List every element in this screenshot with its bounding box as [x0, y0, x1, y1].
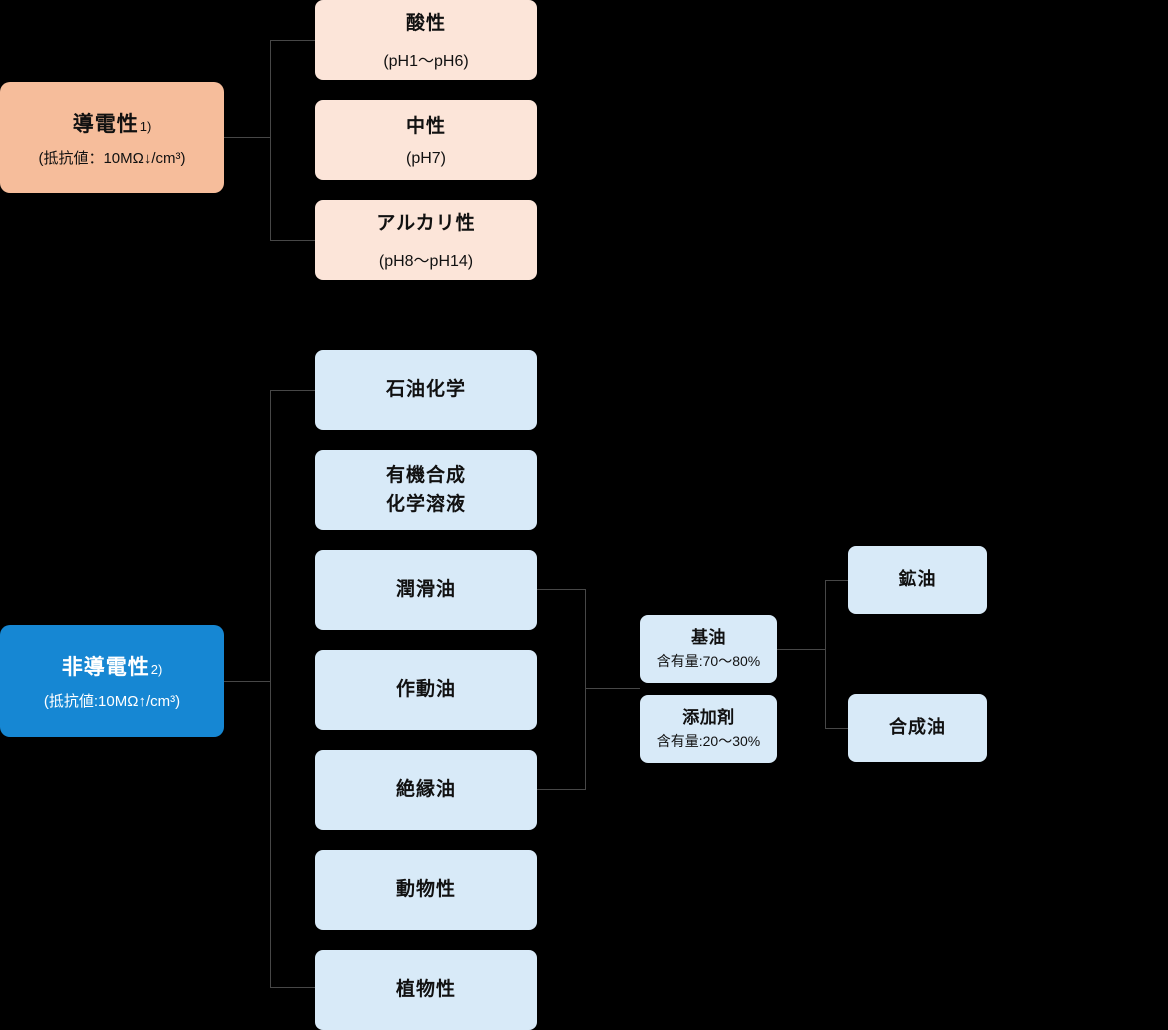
connector-nonconductive-horizontal	[224, 681, 270, 682]
node-sublabel: 含有量:70〜80%	[656, 653, 761, 670]
box-acidic: 酸性 (pH1〜pH6)	[315, 0, 537, 80]
box-mineral-oil: 鉱油	[848, 546, 987, 614]
node-label: 鉱油	[898, 569, 937, 590]
node-sublabel: (pH1〜pH6)	[383, 53, 469, 71]
node-label: 動物性	[395, 879, 456, 901]
node-label: 作動油	[395, 679, 456, 701]
connector-base-oil-horizontal	[777, 649, 825, 650]
node-label: 有機合成 化学溶液	[385, 464, 466, 515]
connector-base-oil-spine	[825, 580, 826, 729]
connector-mineral-stub	[825, 580, 848, 581]
node-sublabel: 含有量:20〜30%	[656, 733, 761, 750]
node-label: 合成油	[889, 717, 946, 738]
node-sublabel: (pH8〜pH14)	[378, 253, 474, 271]
box-conductive: 導電性 1) (抵抗値：10MΩ↓/cm³)	[0, 82, 224, 193]
conductive-title-row: 導電性 1)	[73, 108, 152, 138]
node-label: 中性	[405, 115, 446, 137]
box-synthetic-oil: 合成油	[848, 694, 987, 762]
conductive-title: 導電性	[72, 112, 139, 136]
box-petrochemical: 石油化学	[315, 350, 537, 430]
box-alkaline: アルカリ性 (pH8〜pH14)	[315, 200, 537, 280]
connector-conductive-horizontal	[224, 137, 270, 138]
node-label: 添加剤	[682, 707, 735, 727]
connector-synthetic-stub	[825, 728, 848, 729]
connector-oil-bracket-spine	[585, 589, 586, 790]
connector-alkaline-stub	[270, 240, 315, 241]
node-label: 基油	[691, 627, 726, 647]
box-lubricating-oil: 潤滑油	[315, 550, 537, 630]
box-nonconductive: 非導電性 2) (抵抗値:10MΩ↑/cm³)	[0, 625, 224, 737]
box-base-oil: 基油 含有量:70〜80%	[640, 615, 777, 683]
connector-insulating-stub	[537, 789, 585, 790]
nonconductive-title-row: 非導電性 2)	[62, 651, 163, 681]
connector-vegetable-stub	[270, 987, 315, 988]
node-label: アルカリ性	[376, 212, 476, 234]
connector-conductive-spine	[270, 40, 271, 241]
node-label: 絶縁油	[395, 779, 456, 801]
connector-acidic-stub	[270, 40, 315, 41]
box-animal-oil: 動物性	[315, 850, 537, 930]
node-label: 潤滑油	[395, 579, 456, 601]
box-organic-synthetic-solution: 有機合成 化学溶液	[315, 450, 537, 530]
connector-petrochemical-stub	[270, 390, 315, 391]
node-sublabel: (pH7)	[405, 150, 446, 168]
nonconductive-note-ref: 2)	[150, 662, 163, 677]
connector-composition-branch	[585, 688, 640, 689]
nonconductive-title: 非導電性	[61, 656, 150, 679]
connector-lubricating-stub	[537, 589, 585, 590]
node-label: 酸性	[405, 12, 446, 34]
node-label: 石油化学	[385, 379, 466, 401]
conductive-subtitle: (抵抗値：10MΩ↓/cm³)	[38, 149, 186, 167]
nonconductive-subtitle: (抵抗値:10MΩ↑/cm³)	[43, 693, 181, 710]
box-neutral: 中性 (pH7)	[315, 100, 537, 180]
box-additive: 添加剤 含有量:20〜30%	[640, 695, 777, 763]
box-vegetable-oil: 植物性	[315, 950, 537, 1030]
box-hydraulic-oil: 作動油	[315, 650, 537, 730]
node-label: 植物性	[395, 979, 456, 1001]
connector-nonconductive-spine	[270, 390, 271, 988]
box-insulating-oil: 絶縁油	[315, 750, 537, 830]
conductive-note-ref: 1)	[139, 118, 152, 134]
